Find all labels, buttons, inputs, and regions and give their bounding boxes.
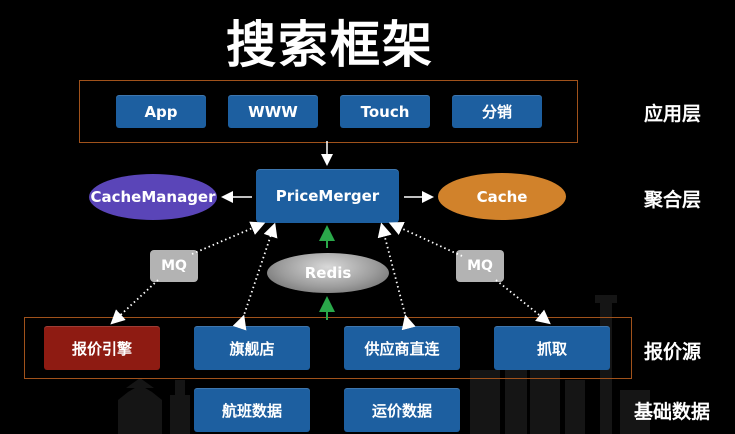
mq-right-box: MQ bbox=[456, 250, 504, 282]
layer-label-aggregate: 聚合层 bbox=[644, 189, 702, 211]
www-box: WWW bbox=[228, 95, 318, 128]
app-box: App bbox=[116, 95, 206, 128]
dotted-mq-left-to-quote-engine bbox=[110, 279, 159, 325]
redis-oval: Redis bbox=[267, 253, 389, 293]
dotted-mq-right-to-crawl bbox=[495, 279, 551, 325]
fare-data-box: 运价数据 bbox=[344, 388, 460, 432]
cache-oval: Cache bbox=[438, 173, 566, 220]
mq-left-box: MQ bbox=[150, 250, 198, 282]
quote-engine-box: 报价引擎 bbox=[44, 326, 160, 370]
dotted-mq-left-to-pricemerger bbox=[191, 221, 266, 255]
layer-label-base-data: 基础数据 bbox=[634, 401, 711, 423]
distribution-box: 分销 bbox=[452, 95, 542, 128]
supplier-direct-box: 供应商直连 bbox=[344, 326, 460, 370]
flight-data-box: 航班数据 bbox=[194, 388, 310, 432]
flagship-store-box: 旗舰店 bbox=[194, 326, 310, 370]
layer-label-app: 应用层 bbox=[644, 103, 702, 125]
price-merger-box: PriceMerger bbox=[256, 169, 399, 223]
cache-manager-oval: CacheManager bbox=[89, 174, 217, 220]
page-title: 搜索框架 bbox=[226, 16, 434, 74]
dotted-supplier-pricemerger bbox=[377, 222, 416, 331]
touch-box: Touch bbox=[340, 95, 430, 128]
crawl-box: 抓取 bbox=[494, 326, 610, 370]
dotted-mq-right-to-pricemerger bbox=[388, 221, 463, 257]
dotted-flagship-pricemerger bbox=[232, 222, 278, 331]
layer-label-quote-source: 报价源 bbox=[644, 341, 702, 363]
app-layer-frame bbox=[79, 80, 578, 143]
